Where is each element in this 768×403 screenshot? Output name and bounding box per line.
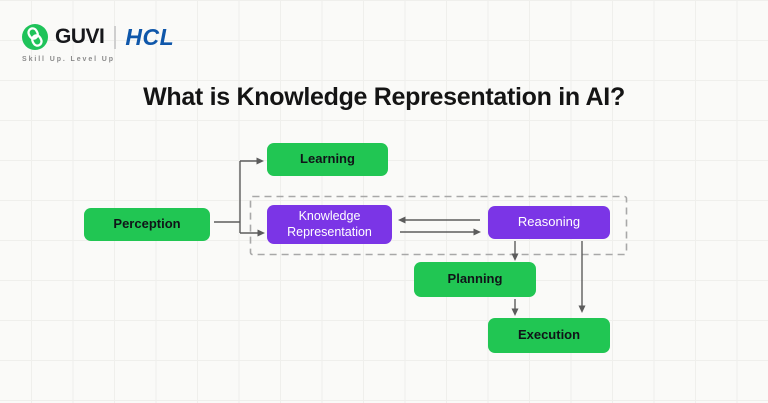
- arrowhead-planning: [511, 253, 519, 261]
- arrowhead-kr-left: [398, 216, 406, 224]
- partner-logo: HCL: [125, 23, 175, 50]
- guvi-logo-icon: [22, 24, 48, 50]
- brand-tagline: Skill Up. Level Up: [22, 56, 115, 63]
- arrowhead-execution-right: [578, 305, 586, 313]
- arrowhead-learning: [256, 157, 264, 165]
- brand-header: GUVI HCL Skill Up. Level Up: [22, 22, 174, 63]
- page-title: What is Knowledge Representation in AI?: [143, 83, 625, 111]
- node-perception: Perception: [84, 208, 210, 241]
- arrowhead-kr: [257, 229, 265, 237]
- node-reasoning: Reasoning: [488, 206, 610, 239]
- brand-divider: [114, 25, 117, 49]
- node-knowledge-representation: Knowledge Representation: [267, 205, 392, 244]
- arrowhead-reasoning-right: [473, 228, 481, 236]
- brand-name: GUVI: [55, 25, 105, 48]
- arrowhead-execution-left: [511, 308, 519, 316]
- node-planning: Planning: [414, 262, 536, 297]
- node-execution: Execution: [488, 318, 610, 353]
- brand-row: GUVI HCL: [22, 22, 174, 52]
- node-learning: Learning: [267, 143, 388, 176]
